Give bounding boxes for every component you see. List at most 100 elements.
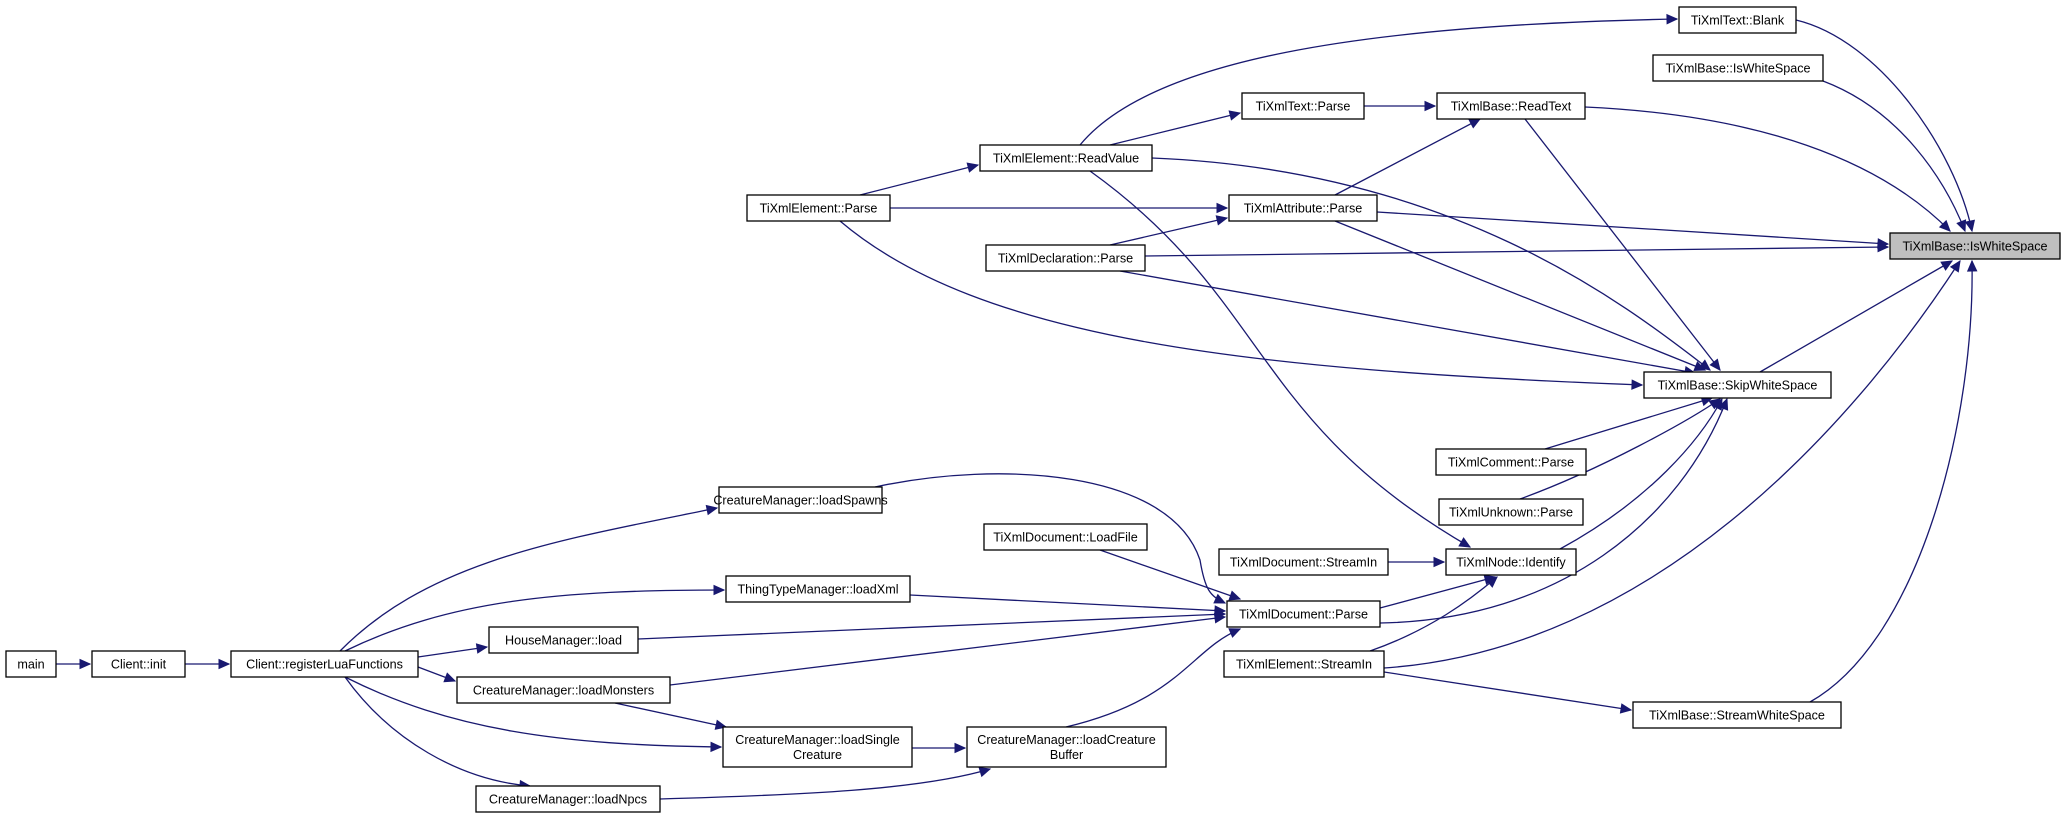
edge-reglua-to-loadnpcs — [344, 676, 531, 787]
node-label: CreatureManager::loadCreature — [977, 733, 1156, 747]
node-loadmonsters[interactable]: CreatureManager::loadMonsters — [456, 676, 671, 704]
node-label: TiXmlBase::SkipWhiteSpace — [1658, 379, 1818, 393]
arrowhead-declparse-to-attrparse — [1215, 215, 1229, 226]
arrowhead-streamws-to-ws — [1966, 259, 1978, 272]
edge-reglua-to-houseload — [417, 646, 488, 658]
node-box — [718, 486, 883, 514]
node-textparse[interactable]: TiXmlText::Parse — [1241, 92, 1365, 120]
arrowhead-elemparse-to-attrparse — [1216, 202, 1229, 214]
arrowhead-declparse-to-ws — [1877, 241, 1890, 253]
node-streamws[interactable]: TiXmlBase::StreamWhiteSpace — [1632, 701, 1842, 729]
node-commentparse[interactable]: TiXmlComment::Parse — [1435, 448, 1587, 476]
arrowhead-skipws-to-ws — [1940, 260, 1954, 271]
edge-loadmonsters-to-loadsingle — [614, 702, 727, 728]
node-skipws[interactable]: TiXmlBase::SkipWhiteSpace — [1643, 371, 1832, 399]
edge-attrparse-to-ws — [1376, 211, 1889, 245]
node-box — [1438, 498, 1584, 526]
node-label: TiXmlDocument::Parse — [1239, 608, 1368, 622]
node-ws[interactable]: TiXmlBase::IsWhiteSpace — [1889, 232, 2061, 260]
edge-declparse-to-skipws — [1119, 270, 1696, 374]
edge-readvalue-to-identify — [1089, 170, 1471, 548]
edge-readvalue-to-skipws — [1151, 157, 1711, 371]
node-label: CreatureManager::loadNpcs — [489, 793, 647, 807]
node-box — [1218, 548, 1389, 576]
node-label: TiXmlBase::StreamWhiteSpace — [1649, 709, 1825, 723]
edge-declparse-to-ws — [1144, 246, 1889, 257]
arrowhead-attrparse-to-readtext — [1468, 118, 1482, 129]
arrowhead-elemstreamin-to-identify — [1485, 576, 1498, 588]
node-box — [488, 626, 639, 654]
arrowhead-reglua-to-houseload — [475, 643, 489, 654]
node-box — [1678, 6, 1797, 34]
edge-identify-to-skipws — [1559, 398, 1723, 550]
node-loadxml[interactable]: ThingTypeManager::loadXml — [725, 575, 911, 603]
edge-blank-to-ws — [1795, 19, 1973, 232]
node-label: HouseManager::load — [505, 634, 622, 648]
arrowhead-readvalue-to-blank — [1666, 13, 1679, 25]
node-docparse[interactable]: TiXmlDocument::Parse — [1226, 600, 1381, 628]
arrowhead-ws2-to-ws — [1956, 219, 1967, 233]
node-label: Creature — [793, 748, 842, 762]
edge-skipws-to-ws — [1759, 260, 1953, 373]
node-label: Buffer — [1050, 748, 1083, 762]
node-box — [5, 650, 57, 678]
node-declparse[interactable]: TiXmlDeclaration::Parse — [985, 244, 1146, 272]
edge-loadnpcs-to-loadbuffer — [659, 768, 991, 800]
node-label: Client::init — [111, 658, 167, 672]
node-readvalue[interactable]: TiXmlElement::ReadValue — [979, 144, 1153, 172]
node-label: ThingTypeManager::loadXml — [737, 583, 898, 597]
arrowhead-readvalue-to-identify — [1458, 537, 1472, 548]
node-box — [91, 650, 186, 678]
arrowhead-textparse-to-readtext — [1424, 100, 1437, 112]
node-blank[interactable]: TiXmlText::Blank — [1678, 6, 1797, 34]
node-loadnpcs[interactable]: CreatureManager::loadNpcs — [475, 785, 661, 813]
arrowhead-loadsingle-to-loadbuffer — [954, 742, 967, 754]
node-box — [1228, 194, 1378, 222]
node-box — [725, 575, 911, 603]
node-label: TiXmlComment::Parse — [1448, 456, 1574, 470]
node-label: Client::registerLuaFunctions — [246, 658, 403, 672]
edge-commentparse-to-skipws — [1544, 397, 1713, 450]
node-label: TiXmlDocument::LoadFile — [993, 531, 1137, 545]
node-box — [1435, 448, 1587, 476]
node-box — [1445, 548, 1577, 576]
edge-loadxml-to-docparse — [909, 594, 1226, 612]
node-label: main — [17, 658, 44, 672]
node-unknownparse[interactable]: TiXmlUnknown::Parse — [1438, 498, 1584, 526]
arrowhead-readtext-to-ws — [1938, 219, 1951, 232]
arrowhead-reglua-to-loadsingle — [710, 741, 723, 753]
node-elemparse[interactable]: TiXmlElement::Parse — [746, 194, 891, 222]
node-box — [1241, 92, 1365, 120]
arrowhead-elemstreamin-to-streamws — [1619, 703, 1633, 714]
node-main[interactable]: main — [5, 650, 57, 678]
node-label: CreatureManager::loadSpawns — [713, 494, 887, 508]
node-elemstreamin[interactable]: TiXmlElement::StreamIn — [1223, 650, 1385, 678]
edge-unknownparse-to-skipws — [1519, 398, 1721, 500]
edge-loadbuffer-to-docparse — [1065, 628, 1241, 728]
node-reglua[interactable]: Client::registerLuaFunctions — [230, 650, 419, 678]
edge-docparse-to-identify — [1379, 576, 1496, 609]
edge-elemstreamin-to-ws — [1383, 260, 1961, 669]
node-readtext[interactable]: TiXmlBase::ReadText — [1436, 92, 1586, 120]
node-ws2[interactable]: TiXmlBase::IsWhiteSpace — [1652, 54, 1824, 82]
arrowhead-reglua-to-loadspawns — [705, 504, 719, 516]
node-clientinit[interactable]: Client::init — [91, 650, 186, 678]
node-loadfile[interactable]: TiXmlDocument::LoadFile — [983, 523, 1148, 551]
node-box — [1632, 701, 1842, 729]
node-label: TiXmlText::Blank — [1691, 14, 1785, 28]
node-label: TiXmlBase::IsWhiteSpace — [1902, 240, 2047, 254]
arrowhead-docstreamin-to-identify — [1433, 556, 1446, 568]
node-attrparse[interactable]: TiXmlAttribute::Parse — [1228, 194, 1378, 222]
node-box — [1436, 92, 1586, 120]
edge-elemparse-to-skipws — [839, 220, 1643, 386]
edge-loadfile-to-docparse — [1099, 549, 1241, 600]
node-label: TiXmlAttribute::Parse — [1244, 202, 1363, 216]
node-identify[interactable]: TiXmlNode::Identify — [1445, 548, 1577, 576]
node-houseload[interactable]: HouseManager::load — [488, 626, 639, 654]
node-loadspawns[interactable]: CreatureManager::loadSpawns — [713, 486, 888, 514]
node-box — [230, 650, 419, 678]
node-label: TiXmlDeclaration::Parse — [998, 252, 1133, 266]
node-docstreamin[interactable]: TiXmlDocument::StreamIn — [1218, 548, 1389, 576]
